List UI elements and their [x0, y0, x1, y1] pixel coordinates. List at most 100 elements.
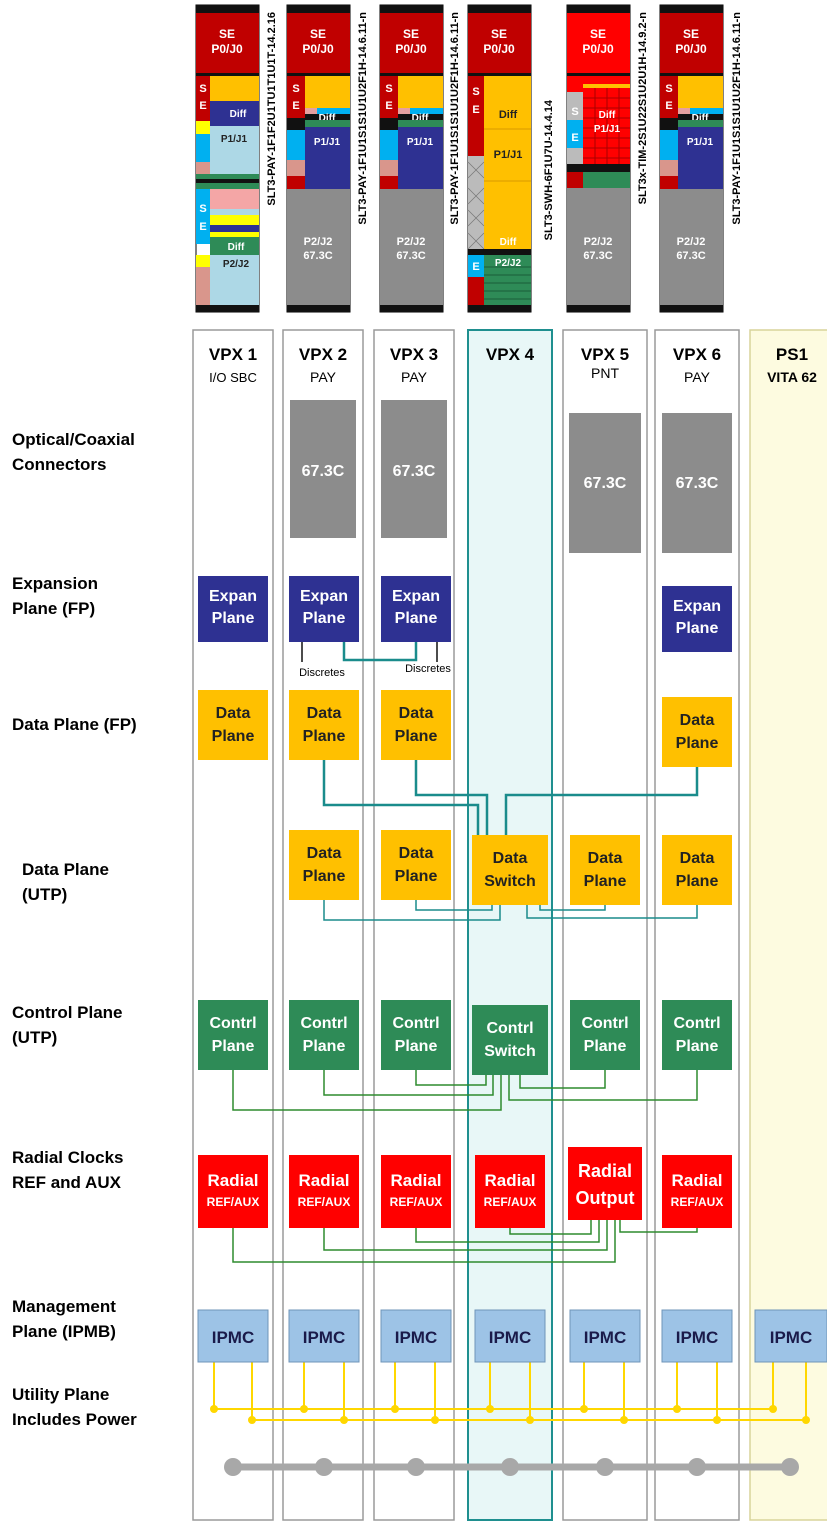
se-s: S — [571, 106, 578, 118]
slot-profile-label-1: SLT3-PAY-1F1F2U1TU1T1U1T-14.2.16 — [266, 12, 278, 206]
p0-sub-label: P0/J0 — [395, 42, 427, 56]
plane-label: Plane — [676, 735, 719, 752]
radial-label: Radial — [207, 1171, 258, 1190]
plane-label: Plane — [395, 868, 438, 885]
expan-label: Expan — [209, 588, 257, 605]
p1-label: P1/J1 — [314, 137, 341, 148]
radial-vpx4 — [475, 1155, 545, 1228]
p0-sub-label: P0/J0 — [582, 42, 614, 56]
p1-label: P1/J1 — [221, 134, 248, 145]
data-label: Data — [307, 845, 342, 862]
row-label-data-utp-1: Data Plane — [22, 860, 109, 879]
row-label-data-fp: Data Plane (FP) — [12, 715, 137, 734]
expan-label-2: Plane — [212, 610, 255, 627]
se-e: E — [665, 100, 672, 112]
radial-vpx6 — [662, 1155, 732, 1228]
p1-label: P1/J1 — [494, 149, 523, 161]
data-plane-utp-vpx3 — [381, 830, 451, 900]
p2-label: P2/J2 — [495, 258, 522, 269]
plane-label: Plane — [303, 868, 346, 885]
data-plane-fp-vpx6 — [662, 697, 732, 767]
data-label: Data — [680, 712, 715, 729]
utility-power-bus — [224, 1458, 799, 1476]
p0-sub-label: P0/J0 — [483, 42, 515, 56]
control-plane-vpx5 — [570, 1000, 640, 1070]
data-plane-utp-vpx6 — [662, 835, 732, 905]
slot-title-ps1: PS1 — [776, 345, 808, 364]
connector-label-vpx3: 67.3C — [393, 463, 436, 480]
plane-label: Plane — [395, 1038, 438, 1055]
se-e: E — [571, 132, 578, 144]
plane-label: Plane — [395, 728, 438, 745]
data-plane-fp-vpx2 — [289, 690, 359, 760]
data-label: Data — [307, 705, 342, 722]
connector-vpx3 — [381, 400, 447, 538]
slot-title-vpx3: VPX 3 — [390, 345, 438, 364]
expansion-links — [301, 642, 438, 662]
row-label-utility-1: Utility Plane — [12, 1385, 109, 1404]
p2-label: P2/J2 — [223, 259, 250, 270]
slot-title-vpx6: VPX 6 — [673, 345, 721, 364]
radial-vpx1 — [198, 1155, 268, 1228]
plane-label: Plane — [303, 1038, 346, 1055]
se-e-2: E — [199, 221, 206, 233]
ipmc-vpx6 — [661, 1309, 733, 1363]
plane-label: Plane — [212, 728, 255, 745]
expansion-plane-vpx3 — [381, 576, 451, 642]
radial-ref-label: REF/AUX — [671, 1195, 724, 1209]
slot-title-vpx5: VPX 5 — [581, 345, 629, 364]
ipmc-label: IPMC — [676, 1328, 719, 1347]
control-links — [232, 1070, 698, 1111]
slot-title-vpx4: VPX 4 — [486, 345, 535, 364]
row-label-radial-1: Radial Clocks — [12, 1148, 124, 1167]
diff-2-label: Diff — [500, 237, 517, 248]
ipmc-label: IPMC — [770, 1328, 813, 1347]
p0-label: SE — [590, 27, 606, 41]
row-label-expansion-2: Plane (FP) — [12, 599, 95, 618]
diff-label: Diff — [599, 110, 616, 121]
plane-label: Plane — [584, 873, 627, 890]
expan-label-2: Plane — [395, 610, 438, 627]
data-plane-utp-vpx5 — [570, 835, 640, 905]
slot-profile-card-3: SE P0/J0 S E Diff P1/J1 P2/J2 67.3C — [379, 4, 444, 313]
se-s-2: S — [199, 203, 206, 215]
data-label: Data — [399, 705, 434, 722]
data-plane-fp: Data Plane Data Plane Data Plane Data Pl… — [198, 690, 732, 767]
diff-label: Diff — [319, 113, 336, 124]
se-s: S — [199, 83, 206, 95]
contrl-label: Contrl — [486, 1020, 533, 1037]
slot-subtitle-vpx3: PAY — [401, 369, 428, 385]
management-ipmc: IPMC IPMC IPMC IPMC IPMC IPMC IPMC — [197, 1309, 827, 1363]
control-switch-vpx4 — [472, 1005, 548, 1075]
slot-subtitle-vpx2: PAY — [310, 369, 337, 385]
control-plane-vpx3 — [381, 1000, 451, 1070]
radial-ref-label: REF/AUX — [390, 1195, 443, 1209]
diff-label: Diff — [230, 109, 247, 120]
utility-yellow-bus — [210, 1362, 810, 1424]
plane-label: Plane — [676, 1038, 719, 1055]
p2-temp-label: 67.3C — [396, 250, 425, 262]
slot-profile-label-2: SLT3-PAY-1F1U1S1S1U1U2F1H-14.6.11-n — [357, 12, 369, 225]
radial-ref-label: REF/AUX — [207, 1195, 260, 1209]
connector-label-vpx2: 67.3C — [302, 463, 345, 480]
se-e: E — [385, 100, 392, 112]
contrl-label: Contrl — [673, 1015, 720, 1032]
row-label-radial-2: REF and AUX — [12, 1173, 122, 1192]
data-plane-utp: Data Plane Data Plane Data Switch Data P… — [289, 830, 732, 905]
slot-profile-card-2: SE P0/J0 S E Diff P1/J1 P2/J2 67.3C — [286, 4, 351, 313]
p2-label: P2/J2 — [304, 236, 333, 248]
p0-label: SE — [403, 27, 419, 41]
data-plane-fp-vpx3 — [381, 690, 451, 760]
radial-ref-label: REF/AUX — [484, 1195, 537, 1209]
se-e-2: E — [472, 261, 479, 273]
slot-subtitle-vpx1: I/O SBC — [209, 370, 257, 385]
ipmc-label: IPMC — [489, 1328, 532, 1347]
radial-links — [232, 1220, 698, 1263]
p2-label: P2/J2 — [397, 236, 426, 248]
diff-2-label: Diff — [228, 242, 245, 253]
discretes-label-vpx2: Discretes — [299, 667, 345, 679]
data-label: Data — [399, 845, 434, 862]
slot-subtitle-vpx6: PAY — [684, 369, 711, 385]
se-s: S — [472, 86, 479, 98]
